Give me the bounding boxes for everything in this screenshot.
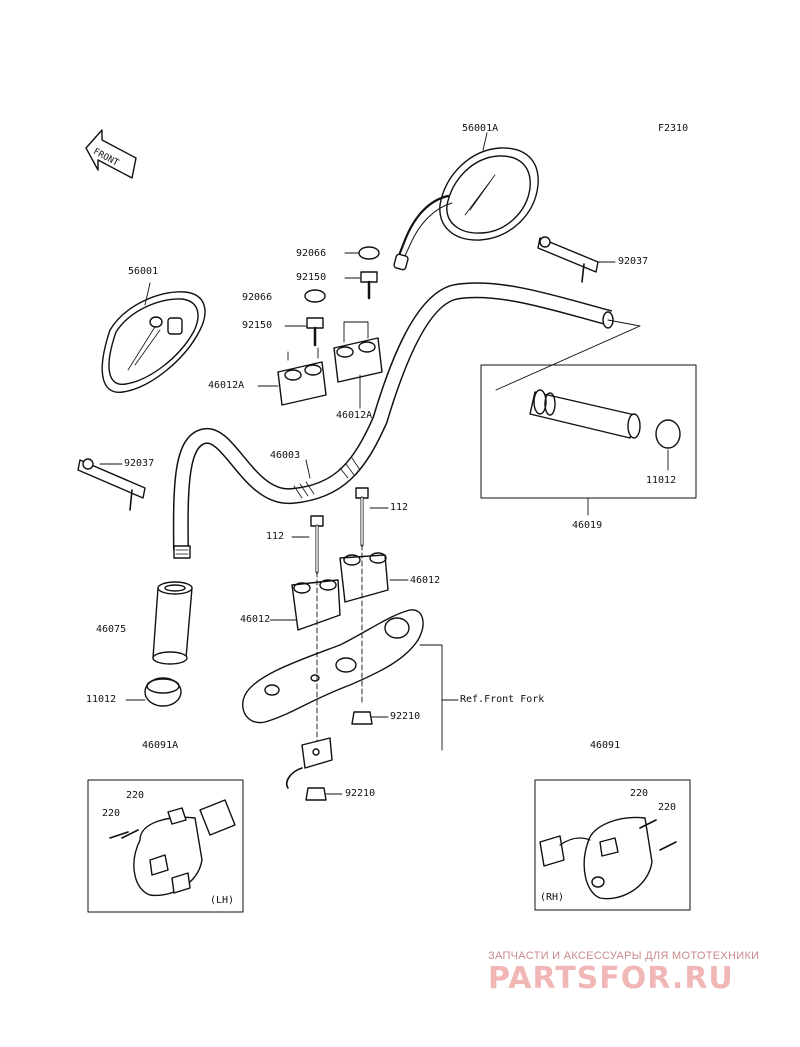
handlebar xyxy=(172,282,614,559)
handlebar-holder-left xyxy=(257,347,327,406)
callout-mirror-right: 56001A xyxy=(462,123,499,134)
nut-upper xyxy=(351,711,389,725)
left-grip-cap xyxy=(125,677,182,707)
callout-grip-left: 46075 xyxy=(96,624,127,635)
callout-throttle-grip: 46019 xyxy=(572,520,603,531)
callout-screw-lh-side: 220 xyxy=(102,808,121,819)
riser-right xyxy=(339,552,409,603)
nut-lower xyxy=(305,787,343,801)
callout-screw-rh-top: 220 xyxy=(630,788,649,799)
callout-lever-right: 92037 xyxy=(618,256,649,267)
watermark-logo: PARTSFOR.RU xyxy=(488,961,734,996)
lever-right xyxy=(537,236,616,283)
callout-holder-left: 46012A xyxy=(208,380,245,391)
callout-screw-lh-top: 220 xyxy=(126,790,145,801)
lower-cap-and-bolt xyxy=(284,289,326,347)
callout-mirror-left: 56001 xyxy=(128,266,159,277)
callout-cap-lower: 92066 xyxy=(242,292,273,303)
upper-cap-and-bolt xyxy=(344,246,380,300)
callout-cap-upper: 92066 xyxy=(296,248,327,259)
watermark-tagline: ЗАПЧАСТИ И АКСЕССУАРЫ ДЛЯ МОТОТЕХНИКИ xyxy=(488,950,760,962)
side-label-rh: (RH) xyxy=(540,892,565,903)
mirror-left xyxy=(101,282,206,393)
callout-grip-cap-right: 11012 xyxy=(646,475,677,486)
riser-left xyxy=(269,579,341,631)
lever-left xyxy=(77,458,146,511)
callout-screw-rh-side: 220 xyxy=(658,802,677,813)
callout-lever-left: 92037 xyxy=(124,458,155,469)
upper-bracket xyxy=(242,544,459,751)
callout-riser-right: 46012 xyxy=(410,575,441,586)
bolt-left xyxy=(291,515,324,574)
side-label-lh: (LH) xyxy=(210,895,235,906)
mirror-right xyxy=(393,132,539,271)
diagram-code: F2310 xyxy=(658,123,689,134)
callout-riser-left: 46012 xyxy=(240,614,271,625)
callout-grip-cap-left: 11012 xyxy=(86,694,117,705)
callout-nut-upper: 92210 xyxy=(390,711,421,722)
callout-nut-lower: 92210 xyxy=(345,788,376,799)
throttle-grip-detail-box xyxy=(480,319,697,516)
callout-bolt-upper: 92150 xyxy=(296,272,327,283)
callout-ref-front-fork: Ref.Front Fork xyxy=(460,694,545,705)
callout-bolt-lower: 92150 xyxy=(242,320,273,331)
callout-handlebar: 46003 xyxy=(270,450,301,461)
left-switch-box xyxy=(87,779,244,913)
callout-holder-right: 46012A xyxy=(336,410,373,421)
left-grip xyxy=(152,581,193,665)
cable-bracket xyxy=(286,737,333,789)
callout-switch-right: 46091 xyxy=(590,740,621,751)
callout-switch-left: 46091A xyxy=(142,740,179,751)
right-switch-box xyxy=(534,779,691,911)
front-arrow-icon xyxy=(85,129,137,179)
callout-bolt-left: 112 xyxy=(266,531,285,542)
callout-bolt-right: 112 xyxy=(390,502,409,513)
bolt-right xyxy=(355,487,389,547)
handlebar-holder-right xyxy=(333,321,383,409)
